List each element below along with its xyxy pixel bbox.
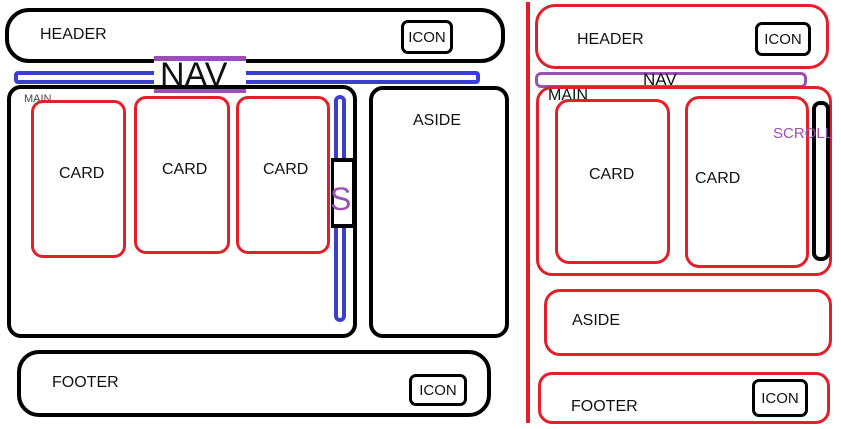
left-main-box (7, 85, 357, 338)
left-aside-box (369, 86, 509, 338)
left-scroll-thumb (331, 158, 355, 228)
left-header-box (5, 8, 505, 63)
left-aside-label: ASIDE (413, 112, 462, 129)
right-footer-label: FOOTER (571, 398, 638, 415)
right-aside-box (544, 289, 832, 356)
left-footer-label: FOOTER (52, 374, 119, 391)
left-header-label: HEADER (40, 26, 107, 43)
right-nav-label: NAV (643, 70, 677, 89)
right-card-2-label: CARD (695, 170, 741, 187)
right-footer-box (538, 372, 830, 424)
right-card-2 (685, 96, 809, 268)
left-header-icon: ICON (401, 20, 453, 54)
right-scroll-bar (812, 101, 830, 261)
right-main-box (536, 86, 832, 276)
right-footer-icon: ICON (752, 379, 808, 417)
left-scroll-label: SCROLL (330, 183, 352, 215)
right-card-1-label: CARD (589, 166, 635, 183)
layout-divider (526, 2, 530, 423)
left-card-3-label: CARD (263, 161, 309, 178)
left-card-3 (236, 96, 330, 254)
left-card-2 (134, 96, 230, 254)
left-card-1 (31, 100, 126, 258)
left-card-1-label: CARD (59, 165, 105, 182)
right-header-icon: ICON (755, 22, 811, 56)
left-footer-box (17, 350, 491, 417)
left-footer-icon: ICON (409, 374, 467, 406)
left-nav-bar (14, 71, 480, 84)
right-card-1 (555, 99, 670, 264)
left-card-2-label: CARD (162, 161, 208, 178)
right-header-label: HEADER (577, 31, 644, 48)
right-aside-label: ASIDE (572, 312, 621, 329)
left-main-label: MAIN (24, 93, 52, 105)
right-scroll-label: SCROLL (773, 125, 834, 142)
right-header-box (535, 4, 829, 69)
